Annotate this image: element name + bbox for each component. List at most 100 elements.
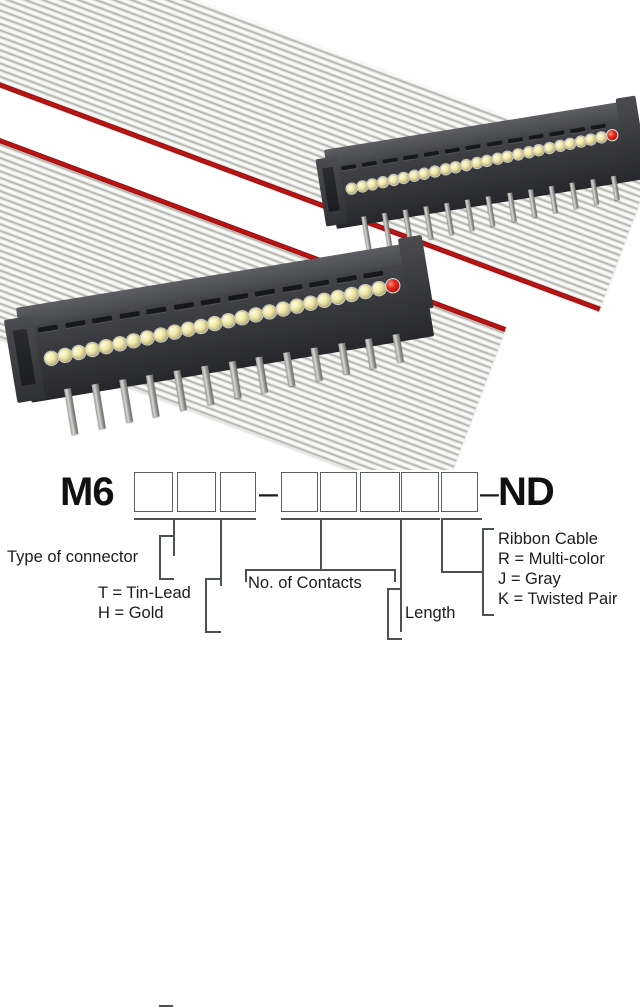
leader-line-length-drop xyxy=(400,518,402,632)
contact xyxy=(316,292,332,308)
leader-line-contacts xyxy=(281,518,400,520)
contact xyxy=(376,175,389,188)
bracket-top xyxy=(159,535,174,537)
bracket-bottom xyxy=(159,578,174,580)
part-number-separator-2: – xyxy=(480,474,499,512)
bracket-top xyxy=(205,578,221,580)
contact xyxy=(275,300,292,317)
contact xyxy=(470,156,483,169)
pin-tail xyxy=(173,369,187,411)
contact xyxy=(234,309,251,325)
leader-line xyxy=(173,518,175,556)
contact xyxy=(595,130,608,143)
pin-tail xyxy=(506,192,517,222)
bracket-arm xyxy=(159,1005,173,1007)
label-length: Length xyxy=(405,604,456,622)
part-number-blank-2[interactable] xyxy=(177,472,216,512)
pin-tail xyxy=(361,216,372,253)
contact xyxy=(302,294,319,311)
contact xyxy=(70,344,87,360)
contact xyxy=(207,315,223,331)
label-type-of-connector: Type of connector xyxy=(7,548,139,566)
contact xyxy=(585,133,597,145)
contact xyxy=(261,303,278,320)
pin-tail xyxy=(548,185,558,214)
contact xyxy=(43,350,59,366)
bracket-side xyxy=(205,578,207,632)
contact xyxy=(387,173,400,186)
leader-line-cable-drop-2 xyxy=(441,518,443,572)
label-cable-multicolor: R = Multi-color xyxy=(498,550,605,568)
pin-tail xyxy=(337,342,350,375)
contact xyxy=(366,177,379,190)
pin-tail xyxy=(486,195,496,227)
contact xyxy=(439,163,452,175)
bracket-cable-bottom xyxy=(482,614,494,616)
bracket-length-top xyxy=(387,588,402,590)
label-plating-gold: H = Gold xyxy=(98,604,164,622)
contact xyxy=(57,347,73,363)
contact xyxy=(428,165,441,177)
part-number-diagram: M6 – – ND Type of c xyxy=(0,468,640,1007)
part-number-blank-1[interactable] xyxy=(134,472,173,512)
contact xyxy=(180,321,196,337)
contact xyxy=(193,318,210,334)
bracket-cable-top xyxy=(482,528,494,530)
part-number-blank-7[interactable] xyxy=(401,472,439,512)
pin-tail xyxy=(282,351,296,387)
part-number-blank-8[interactable] xyxy=(441,472,478,512)
contact xyxy=(330,289,346,305)
pin-tail xyxy=(444,202,455,236)
leader-line-contacts-drop xyxy=(320,518,322,570)
pin-tail xyxy=(381,212,393,249)
contact xyxy=(248,306,264,323)
part-number-blank-3[interactable] xyxy=(220,472,256,512)
part-number-blank-6[interactable] xyxy=(360,472,400,512)
contact xyxy=(491,152,504,165)
pin-tail xyxy=(423,206,434,240)
leader-line-cable xyxy=(441,518,482,520)
part-number-separator-1: – xyxy=(259,474,278,512)
contact xyxy=(345,182,358,195)
pin-tail xyxy=(118,379,133,423)
contact xyxy=(418,167,431,180)
pin-tail xyxy=(200,365,215,406)
contact xyxy=(98,338,114,354)
part-number-blank-5[interactable] xyxy=(320,472,357,512)
contact xyxy=(574,135,587,148)
contact xyxy=(152,326,169,343)
bracket-contacts-right xyxy=(394,569,396,582)
part-number-blank-4[interactable] xyxy=(281,472,318,512)
contact xyxy=(512,148,525,160)
label-plating-tin-lead: T = Tin-Lead xyxy=(98,584,191,602)
contact xyxy=(480,154,493,167)
contact xyxy=(84,341,100,357)
pin-tail xyxy=(63,388,79,435)
pin-tail xyxy=(255,356,269,394)
pin-tail xyxy=(465,199,476,231)
contact xyxy=(533,143,545,156)
contact xyxy=(289,297,305,314)
contact xyxy=(543,141,556,154)
bracket-cable-side xyxy=(482,528,484,616)
pin-tail xyxy=(527,189,538,218)
contact xyxy=(166,324,182,340)
contact xyxy=(356,180,368,192)
contact xyxy=(343,286,360,302)
contact xyxy=(111,335,128,352)
pin-tail xyxy=(590,179,599,205)
contact xyxy=(522,145,535,158)
contact xyxy=(449,160,462,173)
part-number-suffix: ND xyxy=(498,470,555,514)
pin-tail xyxy=(365,338,377,370)
label-ribbon-cable: Ribbon Cable xyxy=(498,530,598,548)
product-photo xyxy=(0,0,640,470)
contact xyxy=(460,158,472,171)
contact xyxy=(371,280,387,296)
contact xyxy=(139,329,155,346)
pin-tail xyxy=(228,360,242,399)
pin-tail xyxy=(146,374,160,418)
bracket-contacts-top xyxy=(245,569,396,571)
contact xyxy=(564,137,577,150)
